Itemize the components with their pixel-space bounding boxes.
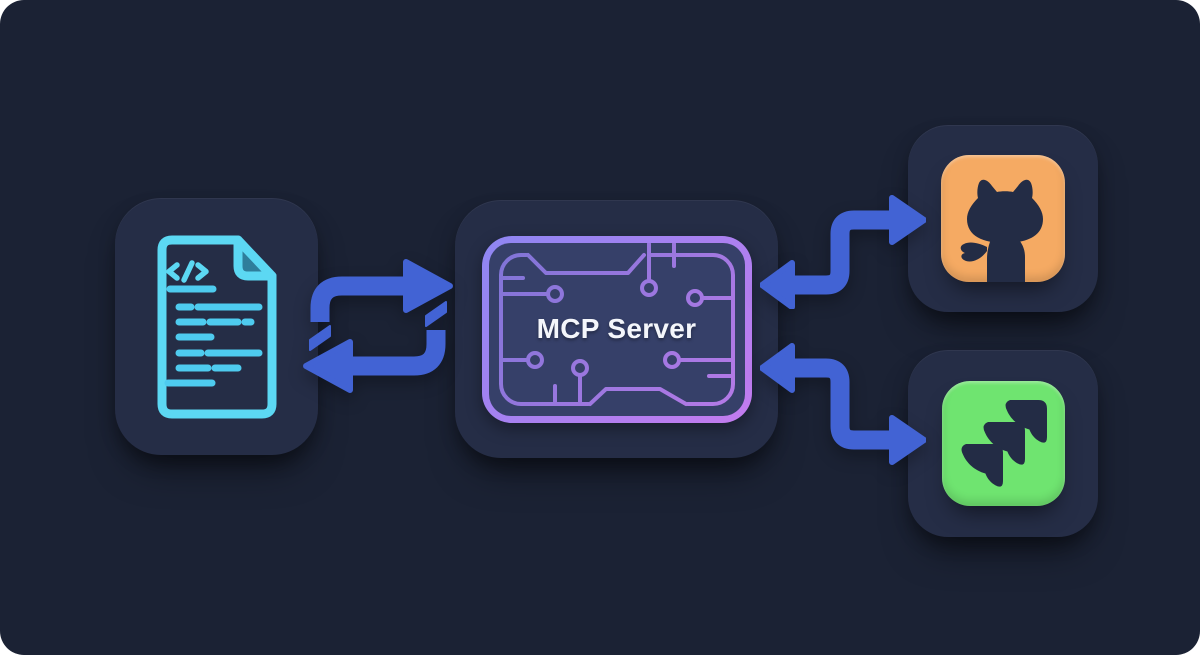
text-lines (164, 285, 262, 386)
jira-badge (941, 381, 1065, 506)
github-badge (941, 155, 1065, 282)
github-node (908, 125, 1098, 312)
sync-loop-arrows-icon (303, 259, 453, 393)
mcp-server-node: MCP Server (455, 200, 778, 458)
jira-icon (961, 400, 1047, 487)
folded-corner (233, 235, 276, 280)
code-file-icon (157, 235, 276, 418)
github-octocat-icon (960, 179, 1043, 282)
code-file-node (115, 198, 318, 455)
mcp-chip: MCP Server (488, 242, 745, 416)
jira-bidirectional-arrow (760, 343, 926, 465)
github-bidirectional-arrow (760, 195, 926, 309)
code-brackets-glyph (165, 259, 209, 283)
mcp-server-label: MCP Server (536, 313, 697, 344)
jira-node (908, 350, 1098, 537)
mcp-chip-border: MCP Server (481, 235, 752, 423)
circuit-board-pattern (498, 242, 735, 407)
